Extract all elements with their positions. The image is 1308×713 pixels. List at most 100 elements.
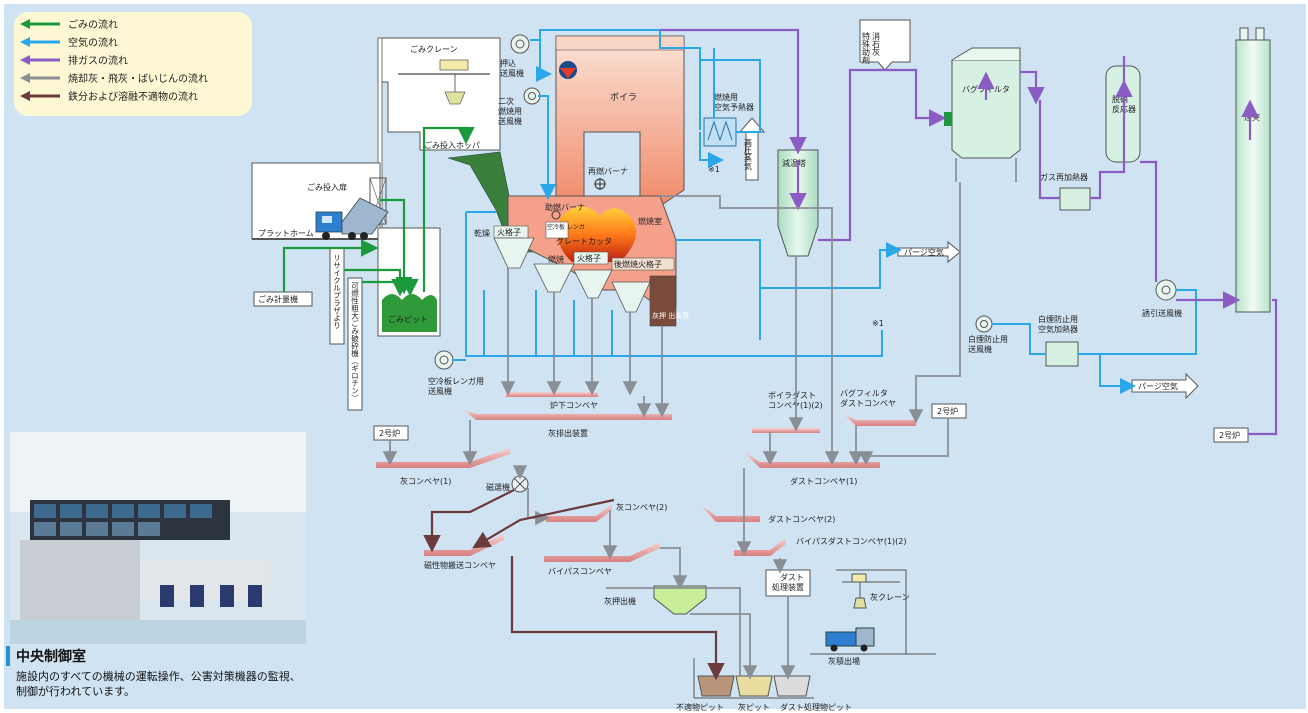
label-ash-discharger: 灰押 出装置 <box>652 311 689 320</box>
label-aux-burner: 助燃バーナ <box>545 202 585 212</box>
secondary-fan: 二次燃焼用送風機 <box>498 87 541 126</box>
label-crane: ごみクレーン <box>410 44 458 54</box>
label-chemicals-2: 特殊助剤 <box>862 31 871 65</box>
photo-title: 中央制御室 <box>6 646 306 666</box>
flow-exhaust <box>660 28 1278 436</box>
label-push-fan: 押込送風機 <box>500 58 524 78</box>
label-pit: ごみピット <box>388 314 428 324</box>
legend-label-2: 排ガスの流れ <box>68 54 128 67</box>
purge-air-1: パージ空気 <box>897 240 961 264</box>
label-note1-b: ※1 <box>872 319 884 328</box>
ash-press: 灰押出機 <box>604 585 707 615</box>
label-purge-air-2: パージ空気 <box>1138 381 1178 391</box>
label-air-preheater: 燃焼用空気予熱器 <box>714 92 754 112</box>
label-crusher: 可燃性粗大ごみ破砕機（ギロチン） <box>350 282 359 402</box>
label-white-heater: 白煙防止用空気加熱器 <box>1038 314 1078 334</box>
label-mag-conv: 磁性物搬送コンベヤ <box>424 560 496 570</box>
label-secondary-fan: 二次燃焼用送風機 <box>498 96 522 126</box>
photo-caption: 中央制御室 施設内のすべての機械の運転操作、公害対策機器の監視、制御が行われてい… <box>6 646 306 699</box>
no2-furnace-boxes: 2号炉 2号炉 2号炉 <box>373 403 1249 443</box>
label-door: ごみ投入扉 <box>307 182 347 192</box>
label-brick-fan: 空冷板レンガ用送風機 <box>428 376 484 396</box>
label-chemicals: 消石灰 <box>872 31 881 57</box>
scale: ごみ計量機 <box>253 291 313 307</box>
label-magnet: 磁選機 <box>486 482 510 492</box>
label-cooling-tower: 減温塔 <box>782 158 806 168</box>
label-dry: 乾燥 <box>474 228 490 238</box>
legend-label-0: ごみの流れ <box>68 18 118 31</box>
control-room-photo <box>10 432 306 644</box>
label-purge-air-1: パージ空気 <box>904 247 944 257</box>
label-steam: 高圧蒸気 <box>744 137 753 171</box>
label-bypass-dust: バイパスダストコンベヤ(1)(2) <box>796 536 907 546</box>
ash-crane-area: 灰クレーン 灰積出場 <box>810 569 936 666</box>
legend: ごみの流れ空気の流れ排ガスの流れ焼却灰・飛灰・ばいじんの流れ鉄分および溶融不適物… <box>14 12 252 116</box>
label-no2-c: 2号炉 <box>1219 430 1240 440</box>
recycle-box: リサイクルプラザより <box>329 247 345 345</box>
photo-description: 施設内のすべての機械の運転操作、公害対策機器の監視、制御が行われています。 <box>16 670 301 698</box>
label-no2-b: 2号炉 <box>937 406 958 416</box>
flow-garbage <box>282 126 475 297</box>
chimney: 煙突 <box>1235 27 1271 313</box>
label-pit-unfit: 不適物ピット <box>676 702 724 712</box>
dust-treatment: ダスト処理装置 <box>765 569 811 597</box>
label-ash-crane: 灰クレーン <box>870 592 910 602</box>
legend-arrowhead-1 <box>20 37 30 47</box>
label-induced-fan: 誘引送風機 <box>1142 308 1182 318</box>
push-fan: 押込送風機 <box>500 34 530 78</box>
label-bypass-conv: バイパスコンベヤ <box>548 567 612 576</box>
garbage-truck <box>315 197 389 240</box>
legend-label-4: 鉄分および溶融不適物の流れ <box>68 90 198 103</box>
label-chimney: 煙突 <box>1244 112 1260 122</box>
label-furnace-room: 燃焼室 <box>638 216 662 226</box>
label-ash-ship: 灰積出場 <box>828 656 860 666</box>
label-grate-1: 火格子 <box>497 227 521 237</box>
label-dust-treat: ダスト処理装置 <box>772 572 804 592</box>
furnace: 助燃バーナ 燃焼室 グレートカッタ 空冷板 レンガ 乾燥 火格子 火格子 燃焼 … <box>474 195 689 327</box>
label-ash-press: 灰押出機 <box>604 596 636 606</box>
label-grate-2: 火格子 <box>577 253 601 263</box>
white-smoke-heater: 白煙防止用空気加熱器 白煙防止用送風機 <box>968 314 1079 367</box>
label-note1-a: ※1 <box>708 165 720 174</box>
label-gas-reheater: ガス再加熱器 <box>1040 172 1088 182</box>
flow-ash <box>382 182 961 680</box>
flow-iron <box>423 489 725 681</box>
chemicals-box: 消石灰 特殊助剤 <box>859 19 911 71</box>
label-combustion: 燃焼 <box>548 254 564 264</box>
crusher-box: 可燃性粗大ごみ破砕機（ギロチン） <box>347 277 363 411</box>
label-pit-ash: 灰ピット <box>738 702 770 712</box>
label-no2-a: 2号炉 <box>379 428 400 438</box>
label-ash-conv1: 灰コンベヤ(1) <box>400 476 451 486</box>
bag-filter: バグフィルタ <box>944 47 1021 182</box>
label-dust-conv2: ダストコンベヤ(2) <box>768 514 835 524</box>
label-ash-out: 灰排出装置 <box>548 428 588 438</box>
label-pit-dust: ダスト処理物ピット <box>780 702 852 712</box>
legend-arrowhead-3 <box>20 73 30 83</box>
legend-label-1: 空気の流れ <box>68 36 118 49</box>
bottom-pits: 不適物ピット 灰ピット ダスト処理物ピット <box>676 658 852 712</box>
legend-arrowhead-0 <box>20 19 30 29</box>
legend-label-3: 焼却灰・飛灰・ばいじんの流れ <box>68 72 208 85</box>
label-post-combustion: 後燃焼火格子 <box>614 259 662 269</box>
label-dust-conv1: ダストコンベヤ(1) <box>790 476 857 486</box>
label-platform: プラットホーム <box>258 229 314 238</box>
legend-arrowhead-4 <box>20 91 30 101</box>
legend-arrowhead-2 <box>20 55 30 65</box>
label-under-conveyor: 炉下コンベヤ <box>550 400 598 410</box>
label-recycle: リサイクルプラザより <box>332 254 341 329</box>
crane-building: ごみクレーン <box>377 37 501 229</box>
label-grate-cutter: グレートカッタ <box>556 236 612 246</box>
label-cooling-brick: 空冷板 レンガ <box>547 223 585 231</box>
purge-air-2: パージ空気 <box>1131 372 1199 400</box>
label-boiler: ボイラ <box>610 92 637 103</box>
label-hopper: ごみ投入ホッパ <box>424 140 480 150</box>
label-bag-dust: バグフィルタダストコンベヤ <box>840 388 896 408</box>
label-white-fan: 白煙防止用送風機 <box>968 334 1008 354</box>
brick-fan: 空冷板レンガ用送風機 <box>428 350 484 396</box>
label-scale: ごみ計量機 <box>258 294 298 304</box>
label-reburn: 再燃バーナ <box>588 166 628 176</box>
flow-air <box>452 29 1197 394</box>
label-ash-conv2: 灰コンベヤ(2) <box>616 502 667 512</box>
